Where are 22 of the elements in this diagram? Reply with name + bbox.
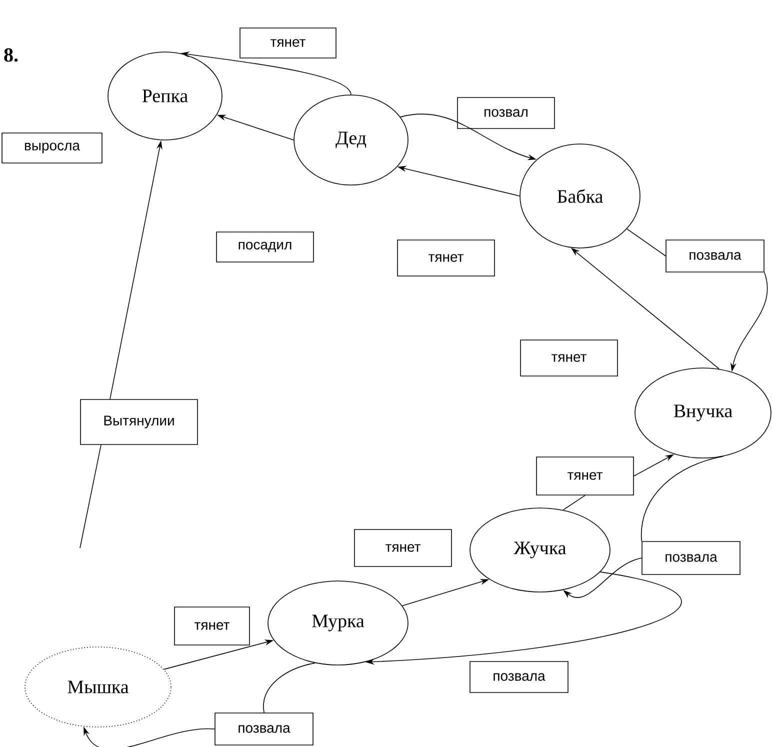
ellipse-node: Жучка — [470, 508, 610, 592]
text-box: позвала — [470, 661, 568, 693]
text-box: тянет — [520, 340, 618, 376]
ellipse-node: Дед — [294, 94, 408, 186]
ellipse-node: Мурка — [268, 580, 408, 666]
text-box: посадил — [216, 232, 314, 262]
ellipse-node: Репка — [108, 52, 222, 140]
figure-number: 8. — [4, 48, 18, 62]
text-box: выросла — [2, 132, 102, 164]
text-box: тянет — [240, 28, 336, 58]
text-box: тянет — [174, 606, 250, 646]
ellipse-node: Мышка — [24, 646, 172, 728]
text-box: тянет — [354, 529, 452, 567]
text-box: тянет — [397, 240, 495, 276]
ellipse-node: Бабка — [520, 144, 640, 248]
text-box: позвала — [642, 541, 740, 575]
text-box: позвала — [666, 240, 764, 272]
ellipse-node: Внучка — [634, 368, 772, 458]
text-box: тянет — [536, 456, 634, 496]
text-box: Вытянулии — [80, 399, 198, 445]
text-box: позвала — [214, 712, 314, 746]
text-box: позвал — [457, 97, 555, 129]
